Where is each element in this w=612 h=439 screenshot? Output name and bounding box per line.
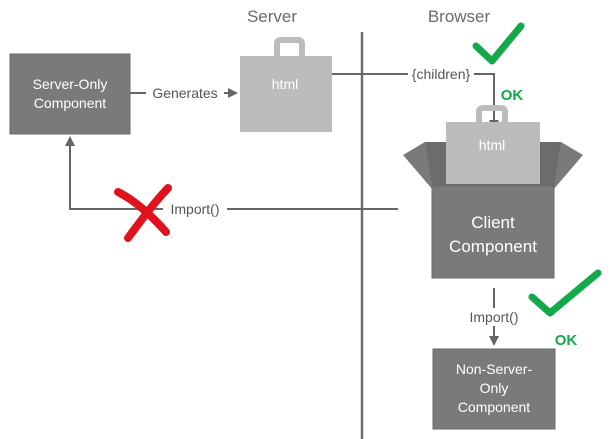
- non-server-only-component: Non-Server- Only Component: [432, 348, 556, 430]
- html-bag-server: html: [240, 37, 332, 132]
- children-label: {children}: [412, 66, 471, 82]
- import-good-label: Import(): [470, 309, 519, 325]
- server-only-component: Server-Only Component: [9, 53, 131, 135]
- browser-region-label: Browser: [428, 7, 491, 26]
- server-only-component-label-1: Server-Only: [33, 76, 108, 92]
- html-bag-client: html: [446, 105, 540, 184]
- import-bad-label: Import(): [171, 201, 220, 217]
- checkmark-icon-top: [472, 22, 525, 65]
- non-server-only-label-3: Component: [458, 399, 530, 415]
- import-bad-arrow: [65, 136, 398, 210]
- generates-label: Generates: [152, 85, 217, 101]
- checkmark-icon-bottom: [528, 269, 602, 317]
- ok-label-bottom: OK: [555, 332, 578, 349]
- server-region-label: Server: [247, 7, 297, 26]
- client-component-label-2: Component: [449, 237, 537, 256]
- server-only-component-label-2: Component: [34, 95, 106, 111]
- html-bag-client-label: html: [479, 137, 505, 153]
- non-server-only-label-2: Only: [480, 380, 509, 396]
- ok-label-top: OK: [501, 87, 524, 104]
- non-server-only-label-1: Non-Server-: [456, 361, 533, 377]
- client-component: Client Component: [431, 185, 555, 279]
- client-component-label-1: Client: [471, 213, 515, 232]
- cross-icon: [114, 184, 172, 242]
- html-bag-server-label: html: [272, 76, 298, 92]
